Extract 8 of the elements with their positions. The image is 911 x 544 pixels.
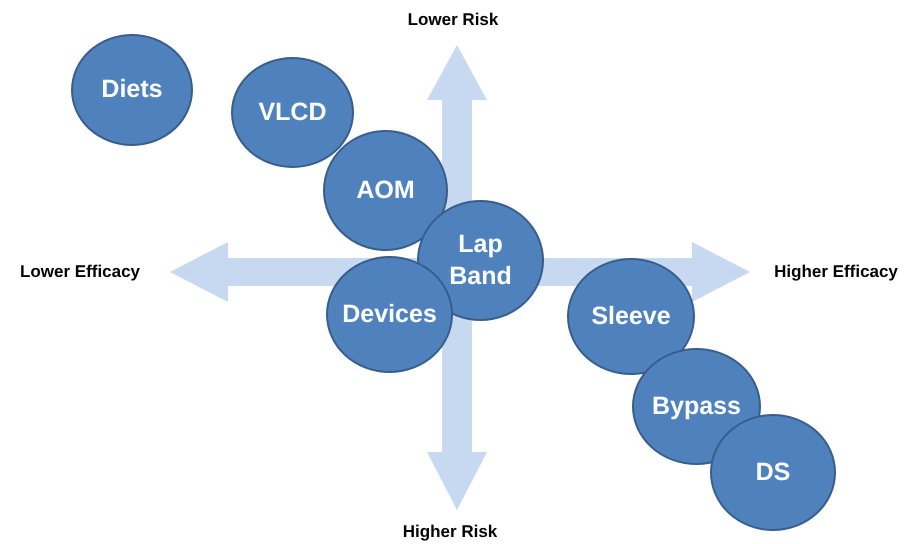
axis-label: Lower Risk <box>408 10 498 30</box>
treatment-bubble: AOM <box>323 130 448 251</box>
axis-label: Higher Risk <box>402 522 498 542</box>
axis-label: Lower Efficacy <box>20 262 140 282</box>
treatment-bubble: VLCD <box>231 57 354 168</box>
treatment-bubble: Diets <box>71 34 193 146</box>
treatment-bubble: DS <box>710 414 836 531</box>
axis-label: Higher Efficacy <box>774 262 898 282</box>
